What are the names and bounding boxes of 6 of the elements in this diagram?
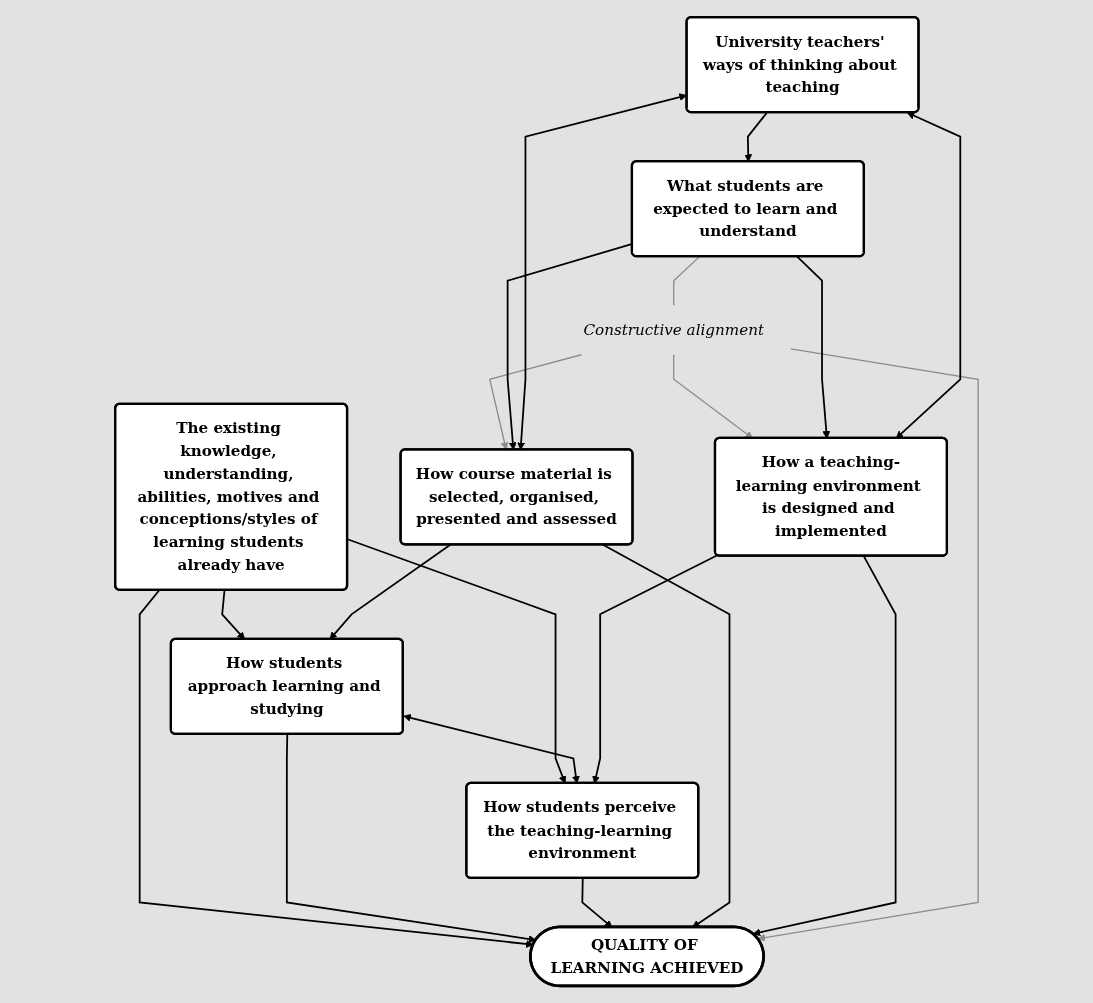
arrow (138, 589, 534, 948)
arrow (752, 555, 897, 937)
arrow (757, 348, 979, 942)
connector (672, 256, 700, 306)
arrow (285, 733, 537, 943)
node-text: Constructive alignment (583, 320, 764, 339)
